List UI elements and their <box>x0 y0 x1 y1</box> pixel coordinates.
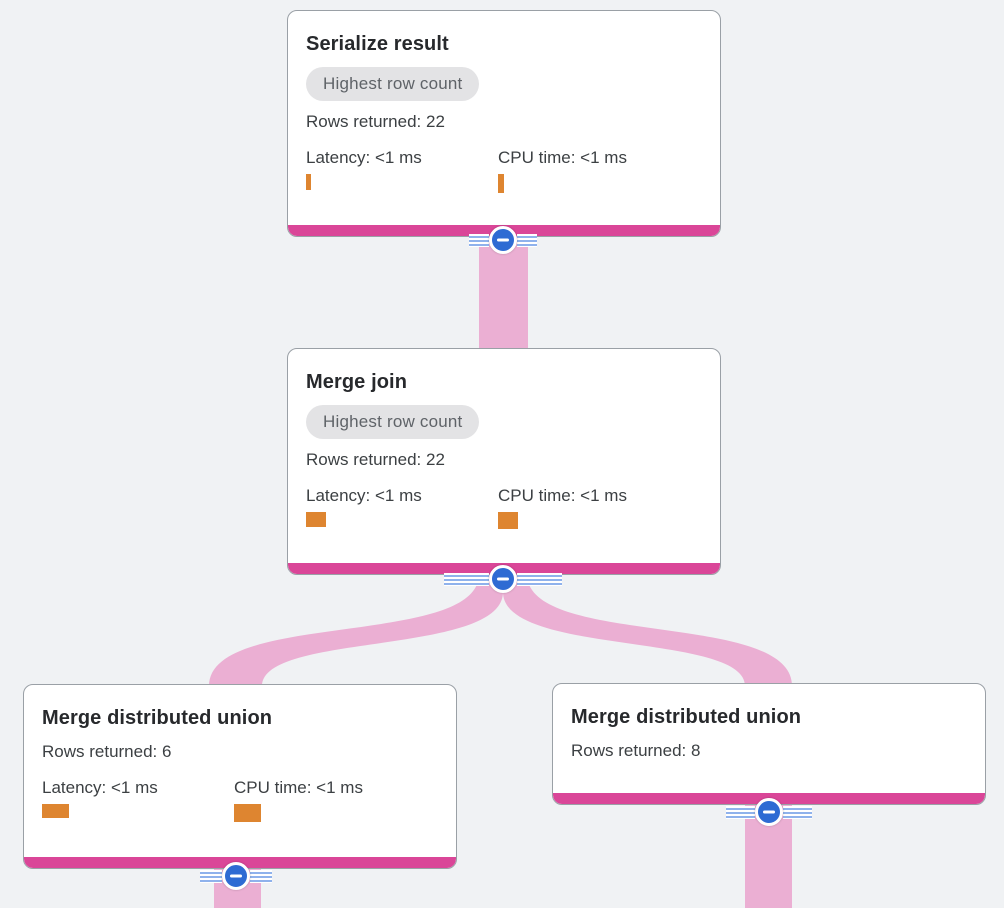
node-title: Serialize result <box>306 33 449 55</box>
flow-stripe-decoration <box>250 869 272 883</box>
cpu-time-bar <box>234 804 261 822</box>
node-title: Merge distributed union <box>571 706 802 728</box>
latency-bar <box>306 174 311 190</box>
node-title: Merge distributed union <box>42 707 273 729</box>
cpu-time-bar <box>498 512 518 529</box>
highest-row-count-badge: Highest row count <box>306 405 480 439</box>
minus-icon <box>497 238 509 242</box>
plan-node-merge-join[interactable]: Merge join Highest row count Rows return… <box>287 348 721 575</box>
rows-returned-text: Rows returned: 22 <box>306 112 445 131</box>
minus-icon <box>763 810 775 814</box>
highest-row-count-badge: Highest row count <box>306 67 480 101</box>
flow-stripe-decoration <box>783 805 812 819</box>
flow-stripe-decoration <box>444 572 489 586</box>
rows-returned-text: Rows returned: 22 <box>306 450 445 469</box>
latency-label: Latency: <1 ms <box>42 778 158 797</box>
junction-left-union <box>200 862 272 890</box>
plan-node-merge-distributed-union-left[interactable]: Merge distributed union Rows returned: 6… <box>23 684 457 869</box>
flow-stripe-decoration <box>517 572 562 586</box>
junction-right-union <box>726 798 812 826</box>
latency-bar <box>306 512 326 527</box>
node-metrics: Latency: <1 ms CPU time: <1 ms <box>306 147 702 193</box>
rows-returned-text: Rows returned: 6 <box>42 742 172 761</box>
latency-label: Latency: <1 ms <box>306 486 422 505</box>
rows-returned-text: Rows returned: 8 <box>571 741 701 760</box>
flow-link-mergejoin-to-right-union <box>503 574 792 686</box>
latency-metric: Latency: <1 ms <box>306 147 498 193</box>
junction-merge-join <box>444 565 562 593</box>
collapse-left-union-button[interactable] <box>222 862 250 890</box>
flow-stripe-decoration <box>469 233 489 247</box>
flow-link-serialize-to-mergejoin <box>479 230 528 354</box>
node-metrics: Latency: <1 ms CPU time: <1 ms <box>42 777 438 822</box>
cpu-metric: CPU time: <1 ms <box>234 777 426 822</box>
collapse-merge-join-button[interactable] <box>489 565 517 593</box>
latency-label: Latency: <1 ms <box>306 148 422 167</box>
cpu-metric: CPU time: <1 ms <box>498 485 690 529</box>
plan-node-serialize-result[interactable]: Serialize result Highest row count Rows … <box>287 10 721 237</box>
collapse-serialize-result-button[interactable] <box>489 226 517 254</box>
flow-link-right-union-children <box>745 798 792 908</box>
flow-stripe-decoration <box>517 233 537 247</box>
latency-metric: Latency: <1 ms <box>306 485 498 529</box>
plan-node-merge-distributed-union-right[interactable]: Merge distributed union Rows returned: 8 <box>552 683 986 805</box>
node-title: Merge join <box>306 371 408 393</box>
minus-icon <box>230 874 242 878</box>
latency-bar <box>42 804 69 818</box>
collapse-right-union-button[interactable] <box>755 798 783 826</box>
junction-serialize-result <box>469 226 537 254</box>
node-metrics: Latency: <1 ms CPU time: <1 ms <box>306 485 702 529</box>
cpu-time-label: CPU time: <1 ms <box>498 486 627 505</box>
flow-stripe-decoration <box>726 805 755 819</box>
cpu-time-label: CPU time: <1 ms <box>498 148 627 167</box>
flow-link-mergejoin-to-left-union <box>209 574 503 686</box>
cpu-metric: CPU time: <1 ms <box>498 147 690 193</box>
cpu-time-label: CPU time: <1 ms <box>234 778 363 797</box>
flow-stripe-decoration <box>200 869 222 883</box>
latency-metric: Latency: <1 ms <box>42 777 234 822</box>
cpu-time-bar <box>498 174 504 193</box>
minus-icon <box>497 577 509 581</box>
